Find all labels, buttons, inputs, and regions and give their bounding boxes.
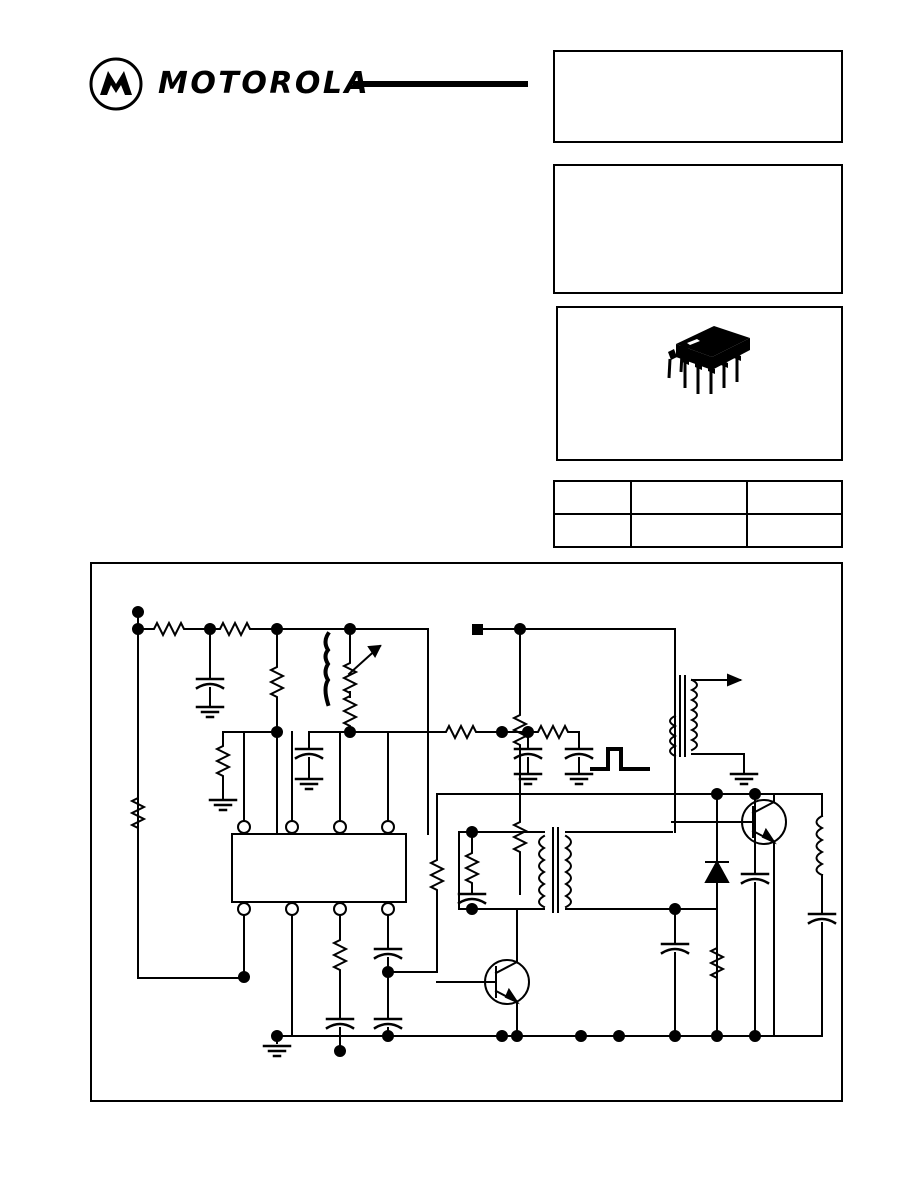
brand-wordmark: MOTOROLA [158,66,371,101]
header-rule [353,81,528,87]
table-row [553,480,844,515]
cell-text [748,515,841,546]
title-box-text [555,52,841,141]
table-cell [745,480,844,515]
motorola-logo-icon [89,57,143,111]
table-cell [745,513,844,548]
schematic-diagram-frame [90,562,843,1102]
description-box-text [555,166,841,292]
brand-header: MOTOROLA [88,48,538,118]
cell-text [555,515,630,546]
table-cell [629,513,748,548]
table-cell [553,513,632,548]
dip-8-package-icon [667,326,750,394]
table-row [553,513,844,548]
cell-text [748,482,841,513]
table-cell [553,480,632,515]
title-box [553,50,843,143]
description-box [553,164,843,294]
cell-text [555,482,630,513]
ordering-information-table [553,480,844,548]
table-cell [629,480,748,515]
package-box [556,306,843,461]
cell-text [632,515,746,546]
application-circuit-schematic [131,606,837,1058]
cell-text [632,482,746,513]
